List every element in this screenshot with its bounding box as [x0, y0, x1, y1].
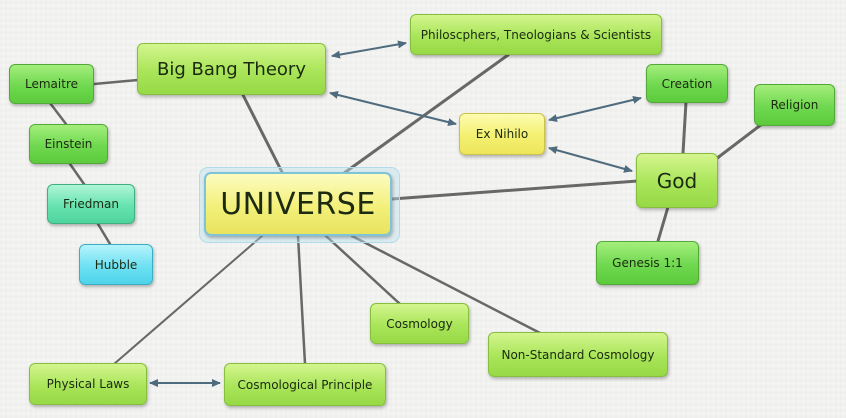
- node-god[interactable]: God: [636, 153, 718, 208]
- link-friedman-hubble: [96, 222, 112, 246]
- arrow-exnihilo-god: [548, 146, 633, 173]
- link-universe-god: [390, 179, 639, 201]
- arrow-bigbang-exnihilo: [329, 91, 457, 126]
- arrow-exnihilo-creation: [548, 95, 642, 123]
- link-bigbang-lemaitre: [92, 78, 140, 86]
- node-lemaitre[interactable]: Lemaitre: [9, 64, 94, 104]
- link-god-creation: [681, 100, 688, 155]
- link-universe-bigbang: [241, 93, 286, 178]
- link-lemaitre-einstein: [48, 101, 68, 126]
- link-god-religion: [714, 122, 764, 161]
- node-cosmological-principle[interactable]: Cosmological Principle: [224, 363, 386, 406]
- node-creation[interactable]: Creation: [646, 64, 728, 103]
- node-einstein[interactable]: Einstein: [29, 124, 108, 164]
- link-einstein-friedman: [68, 162, 86, 186]
- node-religion[interactable]: Religion: [754, 84, 835, 126]
- node-physical-laws[interactable]: Physical Laws: [29, 363, 147, 405]
- link-universe-cosmology: [324, 234, 402, 306]
- node-non-standard-cosmology[interactable]: Non-Standard Cosmology: [488, 332, 668, 377]
- node-universe[interactable]: UNIVERSE: [204, 172, 392, 236]
- node-ex-nihilo[interactable]: Ex Nihilo: [459, 113, 545, 155]
- link-god-genesis: [656, 205, 670, 243]
- arrow-bigbang-philosophers: [331, 40, 407, 59]
- node-philosophers-theologians-scientists[interactable]: Philoscphers, Tneologians & Scientists: [410, 14, 662, 55]
- node-cosmology[interactable]: Cosmology: [370, 303, 469, 344]
- node-hubble[interactable]: Hubble: [79, 244, 153, 285]
- node-genesis-1-1[interactable]: Genesis 1:1: [596, 241, 699, 285]
- link-universe-cosmoprinciple: [296, 234, 307, 366]
- node-friedman[interactable]: Friedman: [47, 184, 135, 224]
- link-universe-nonstandard: [350, 234, 542, 335]
- node-big-bang-theory[interactable]: Big Bang Theory: [137, 43, 326, 95]
- link-universe-physical: [113, 235, 263, 365]
